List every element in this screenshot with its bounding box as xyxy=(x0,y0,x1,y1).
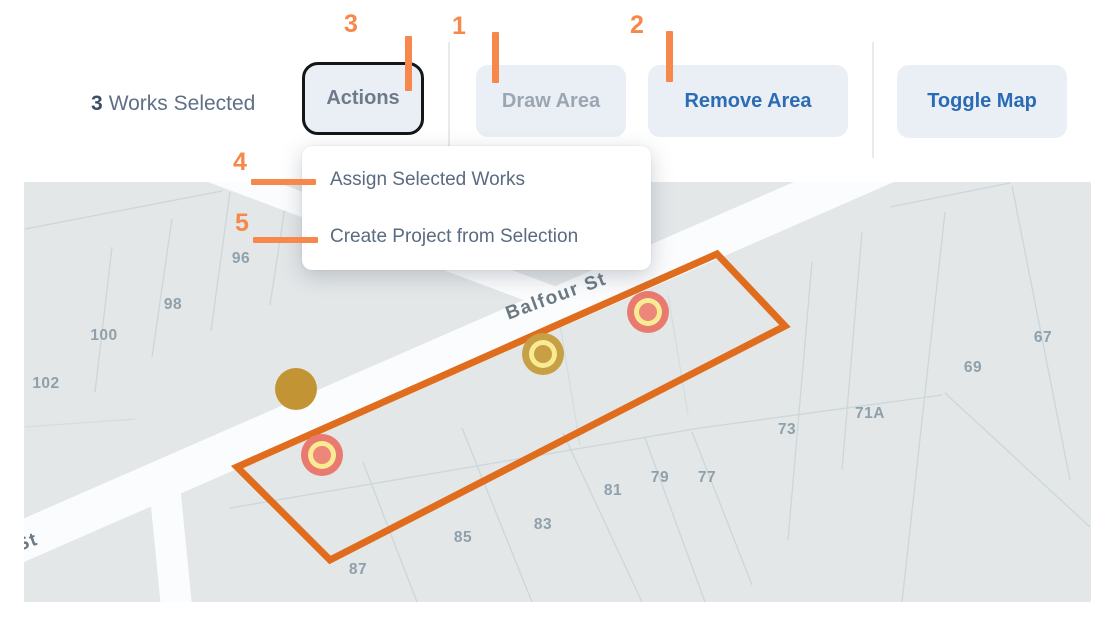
toolbar-divider-1 xyxy=(448,42,450,158)
parcel-boundaries xyxy=(24,182,1091,602)
parcel-label: 87 xyxy=(349,561,367,578)
selected-count: 3 xyxy=(91,92,103,115)
toggle-map-button[interactable]: Toggle Map xyxy=(897,65,1067,138)
draw-area-label: Draw Area xyxy=(501,89,601,112)
parcel-labels: 96 98 100 102 67 69 71A 73 77 79 81 83 8… xyxy=(32,250,1052,578)
balfour-street-road xyxy=(24,182,894,562)
work-marker-selected-red-top[interactable] xyxy=(627,291,669,333)
parcel-label: 67 xyxy=(1034,329,1052,346)
selected-label: Works Selected xyxy=(108,92,256,115)
parcel-label: 102 xyxy=(32,375,59,392)
parcel-label: 81 xyxy=(604,482,622,499)
menu-item-create-project-from-selection[interactable]: Create Project from Selection xyxy=(330,225,579,247)
parcel-label: 96 xyxy=(232,250,250,267)
toolbar-divider-2 xyxy=(872,42,874,158)
actions-dropdown-menu: Assign Selected Works Create Project fro… xyxy=(302,146,651,270)
parcel-label: 100 xyxy=(90,327,117,344)
parcel-label: 98 xyxy=(164,296,182,313)
selection-area-polygon[interactable] xyxy=(230,249,791,565)
toggle-map-label: Toggle Map xyxy=(927,90,1037,112)
annotation-step-1: 1 xyxy=(452,12,466,40)
parcel-label: 79 xyxy=(651,469,669,486)
annotation-tick-3 xyxy=(405,36,412,91)
annotation-tick-5 xyxy=(253,237,318,243)
work-marker-selected-red-bottom[interactable] xyxy=(301,434,343,476)
annotation-step-3: 3 xyxy=(344,10,358,38)
menu-item-assign-selected-works[interactable]: Assign Selected Works xyxy=(330,168,526,190)
annotation-tick-4 xyxy=(251,179,316,185)
actions-button-label: Actions xyxy=(326,87,400,109)
annotation-step-2: 2 xyxy=(630,11,644,39)
annotation-step-5: 5 xyxy=(235,209,249,237)
annotation-step-4: 4 xyxy=(233,148,247,176)
draw-area-button[interactable]: Draw Area xyxy=(476,65,626,137)
branch-road-south xyxy=(147,468,192,602)
parcel-label: 71A xyxy=(855,405,885,422)
parcel-label: 73 xyxy=(778,421,796,438)
annotation-tick-2 xyxy=(666,31,673,82)
parcel-label: 69 xyxy=(964,359,982,376)
parcel-label: 83 xyxy=(534,516,552,533)
actions-button[interactable]: Actions xyxy=(302,62,424,135)
work-marker-unselected-yellow[interactable] xyxy=(275,368,317,410)
remove-area-label: Remove Area xyxy=(684,89,812,112)
parcel-label: 85 xyxy=(454,529,472,546)
parcel-label: 77 xyxy=(698,469,716,486)
annotation-tick-1 xyxy=(492,32,499,83)
work-marker-selected-yellow[interactable] xyxy=(522,333,564,375)
remove-area-button[interactable]: Remove Area xyxy=(648,65,848,137)
